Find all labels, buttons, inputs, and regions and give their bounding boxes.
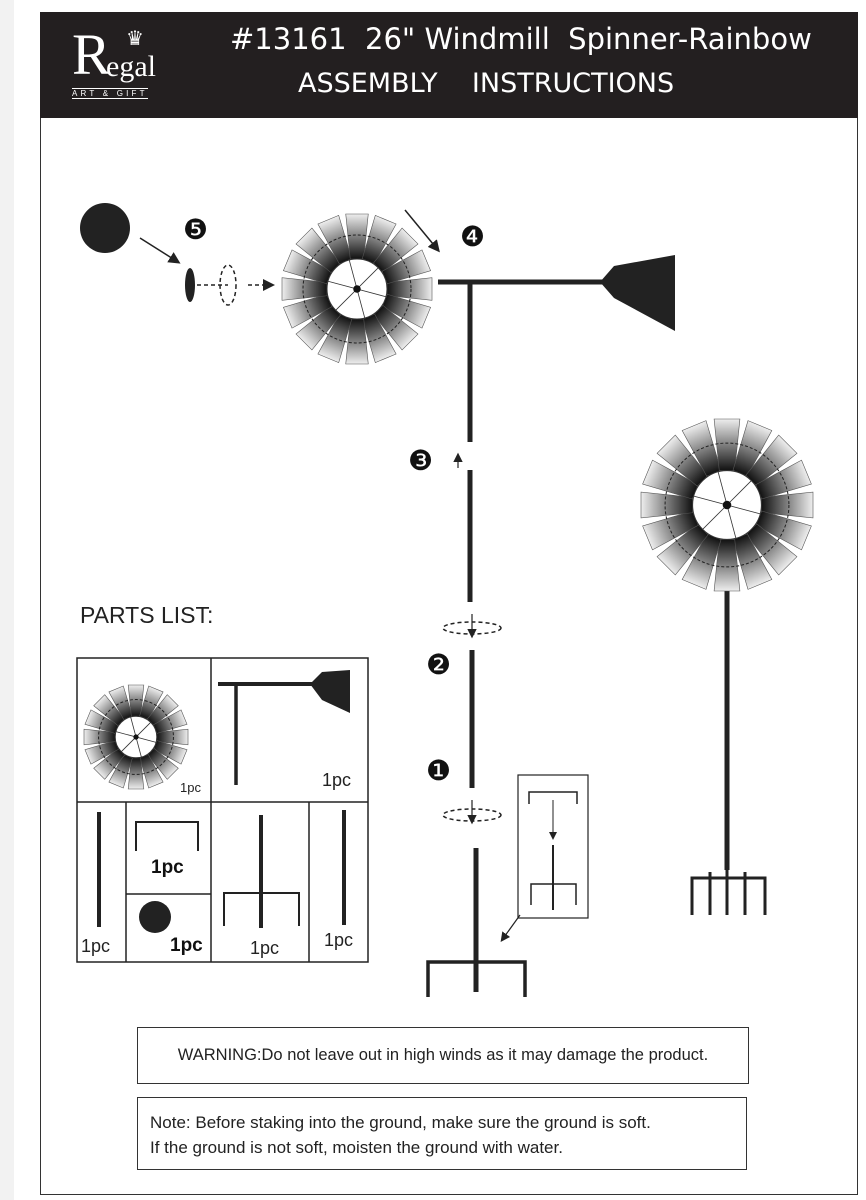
parts-table — [76, 657, 369, 963]
windmill-wheel-exploded — [281, 213, 433, 365]
step-2-marker: ❷ — [426, 648, 452, 681]
ball-cap — [80, 203, 130, 253]
note-line-1: Note: Before staking into the ground, ma… — [150, 1113, 651, 1132]
part-qty: 1pc — [170, 935, 203, 956]
note-line-2: If the ground is not soft, moisten the g… — [150, 1138, 563, 1157]
warning-box: WARNING:Do not leave out in high winds a… — [137, 1027, 749, 1084]
parts-list-title: PARTS LIST: — [80, 602, 214, 628]
step-3-marker: ❸ — [408, 444, 434, 477]
page-margin — [0, 0, 14, 1200]
part-qty: 1pc — [324, 930, 354, 950]
header-bar: R egal ♛ ART & GIFT #13161 26" Windmill … — [40, 12, 858, 118]
washer — [185, 268, 195, 302]
tail-fin — [600, 255, 675, 331]
part-qty: 1pc — [180, 780, 201, 795]
step-1-marker: ❶ — [426, 754, 452, 787]
regal-logo: R egal ♛ ART & GIFT — [72, 22, 156, 99]
windmill-wheel-assembled — [640, 418, 814, 592]
crown-icon: ♛ — [126, 28, 144, 50]
logo-subtitle: ART & GIFT — [72, 88, 148, 99]
document-subtitle: ASSEMBLY INSTRUCTIONS — [298, 68, 675, 99]
step-5-marker: ❺ — [183, 213, 209, 246]
part-qty: 1pc — [322, 770, 352, 790]
note-box: Note: Before staking into the ground, ma… — [137, 1097, 747, 1170]
parts-windmill-wheel — [83, 684, 189, 790]
product-title: #13161 26" Windmill Spinner-Rainbow — [230, 22, 812, 56]
part-qty: 1pc — [250, 938, 280, 958]
step-4-marker: ❹ — [460, 220, 486, 253]
content-frame — [40, 118, 858, 1195]
part-qty: 1pc — [151, 857, 184, 878]
part-qty: 1pc — [81, 936, 111, 956]
